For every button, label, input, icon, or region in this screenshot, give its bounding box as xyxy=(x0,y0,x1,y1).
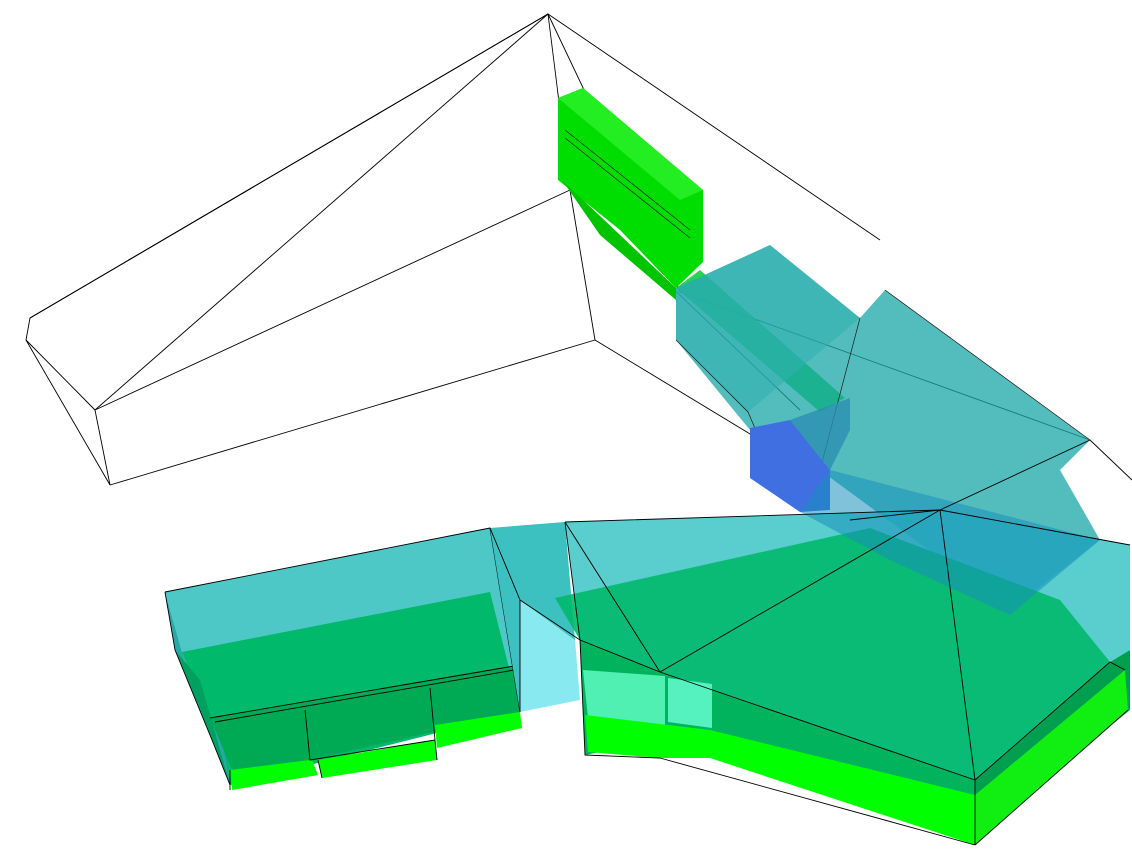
main-hex-block xyxy=(555,439,1132,846)
middle-link xyxy=(489,522,581,712)
left-wing xyxy=(164,527,522,790)
blue-strip xyxy=(750,398,850,512)
